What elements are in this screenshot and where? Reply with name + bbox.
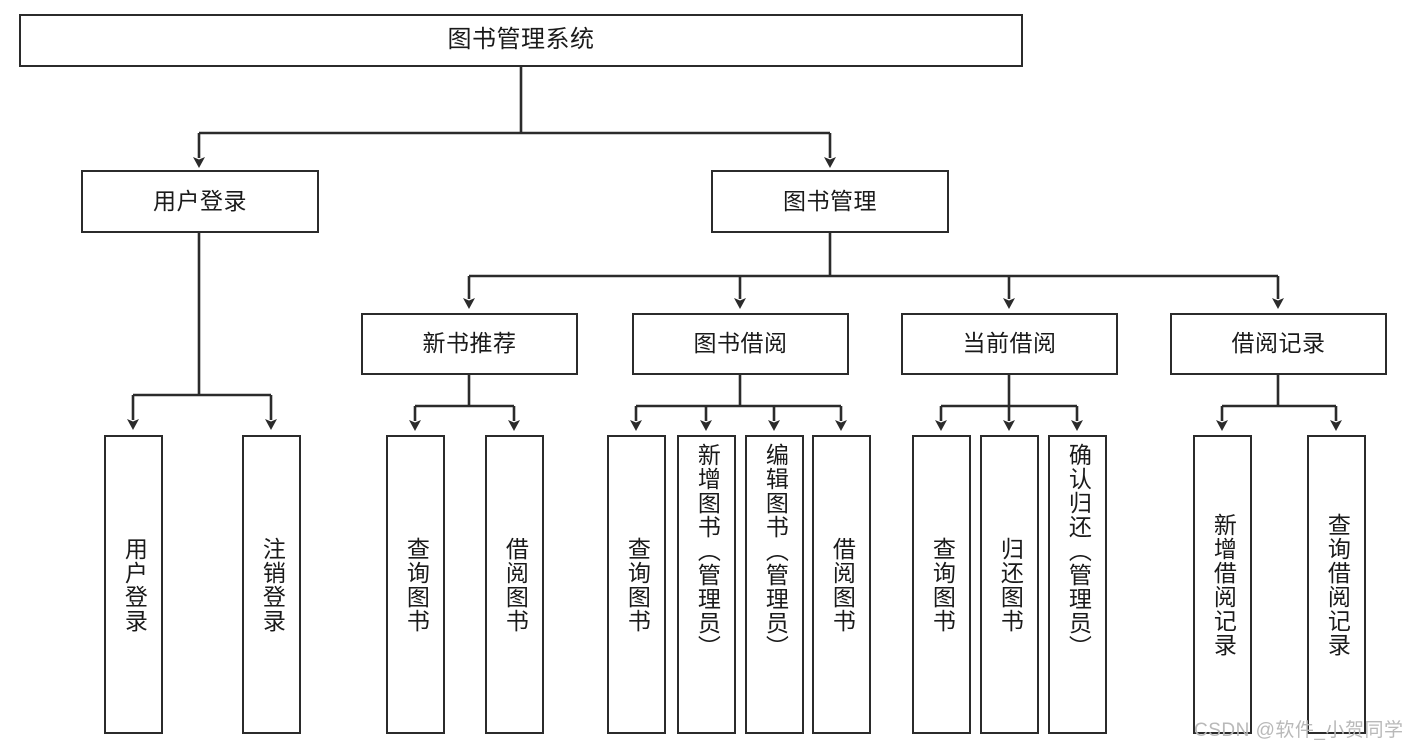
- leaf-user-login-logout-label: 注销登录: [259, 536, 286, 633]
- node-borrow-record-label: 借阅记录: [1231, 330, 1326, 357]
- node-book-borrow-label: 图书借阅: [693, 330, 788, 357]
- leaf-recommend-borrow-book-label: 借阅图书: [502, 536, 529, 633]
- node-new-book-recommend-label: 新书推荐: [422, 330, 517, 357]
- leaf-current-confirm-return-admin-label: 确认归还（管理员）: [1065, 443, 1092, 659]
- leaf-borrow-query-book-label: 查询图书: [624, 536, 651, 633]
- node-root-label: 图书管理系统: [447, 26, 595, 54]
- leaf-borrow-edit-book-admin[interactable]: 编辑图书（管理员）: [745, 435, 804, 734]
- leaf-recommend-borrow-book[interactable]: 借阅图书: [485, 435, 544, 734]
- node-root-book-management-system[interactable]: 图书管理系统: [19, 14, 1023, 67]
- leaf-current-query-book-label: 查询图书: [929, 536, 956, 633]
- leaf-record-add-record[interactable]: 新增借阅记录: [1193, 435, 1252, 734]
- node-user-login-label: 用户登录: [153, 187, 247, 214]
- leaf-user-login-login-label: 用户登录: [121, 536, 148, 633]
- node-current-borrow[interactable]: 当前借阅: [901, 313, 1118, 375]
- leaf-record-query-record-label: 查询借阅记录: [1324, 512, 1351, 657]
- leaf-recommend-query-book[interactable]: 查询图书: [386, 435, 445, 734]
- node-new-book-recommend[interactable]: 新书推荐: [361, 313, 578, 375]
- leaf-borrow-borrow-book-label: 借阅图书: [829, 536, 856, 633]
- node-user-login[interactable]: 用户登录: [81, 170, 319, 233]
- leaf-borrow-add-book-admin-label: 新增图书（管理员）: [694, 443, 721, 659]
- leaf-user-login-login[interactable]: 用户登录: [104, 435, 163, 734]
- leaf-current-query-book[interactable]: 查询图书: [912, 435, 971, 734]
- leaf-borrow-add-book-admin[interactable]: 新增图书（管理员）: [677, 435, 736, 734]
- leaf-user-login-logout[interactable]: 注销登录: [242, 435, 301, 734]
- node-book-management[interactable]: 图书管理: [711, 170, 949, 233]
- leaf-borrow-edit-book-admin-label: 编辑图书（管理员）: [762, 443, 789, 659]
- leaf-recommend-query-book-label: 查询图书: [403, 536, 430, 633]
- leaf-borrow-query-book[interactable]: 查询图书: [607, 435, 666, 734]
- leaf-record-add-record-label: 新增借阅记录: [1210, 512, 1237, 657]
- node-borrow-record[interactable]: 借阅记录: [1170, 313, 1387, 375]
- node-book-management-label: 图书管理: [783, 187, 877, 214]
- node-current-borrow-label: 当前借阅: [962, 330, 1057, 357]
- leaf-current-confirm-return-admin[interactable]: 确认归还（管理员）: [1048, 435, 1107, 734]
- leaf-borrow-borrow-book[interactable]: 借阅图书: [812, 435, 871, 734]
- leaf-current-return-book-label: 归还图书: [997, 536, 1024, 633]
- leaf-record-query-record[interactable]: 查询借阅记录: [1307, 435, 1366, 734]
- node-book-borrow[interactable]: 图书借阅: [632, 313, 849, 375]
- leaf-current-return-book[interactable]: 归还图书: [980, 435, 1039, 734]
